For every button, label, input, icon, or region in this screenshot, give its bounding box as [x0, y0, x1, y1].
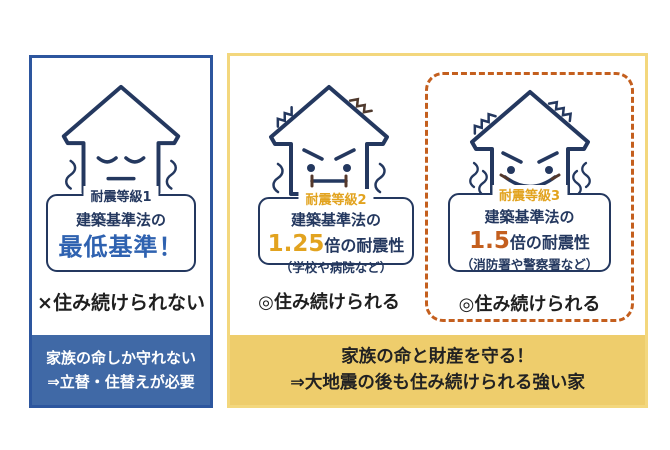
grade3-highlight-box: 耐震等級3 建築基準法の 1.5倍の耐震性 （消防署や警察署など） ◎住み続けら…	[425, 72, 634, 322]
angry-brow-right	[334, 148, 356, 161]
grade2-box-line1: 建築基準法の	[290, 211, 381, 229]
grade3-multiplier-suffix: 倍の耐震性	[509, 233, 590, 252]
closed-eye-right	[124, 156, 146, 164]
grade1-footer-band: 家族の命しか守れない ⇒立替・住替えが必要	[32, 335, 210, 405]
shake-squiggle-left	[65, 159, 77, 190]
grade1-box-line1: 建築基準法の	[75, 211, 166, 229]
shake-squiggle-right	[374, 162, 386, 194]
shake-squiggle-left	[272, 162, 284, 194]
grade1-status: ×住み続けられない	[37, 292, 205, 314]
sad-house-icon	[61, 84, 181, 195]
dot-eye-right	[343, 164, 351, 172]
grade3-box-line1: 建築基準法の	[484, 208, 575, 226]
grade2-multiplier-line: 1.25倍の耐震性	[260, 231, 412, 259]
grade1-label: 耐震等級1	[83, 186, 159, 205]
shake-squiggle-left-2	[477, 169, 488, 197]
grade2-box: 耐震等級2 建築基準法の 1.25倍の耐震性 （学校や病院など）	[258, 189, 414, 275]
roof-zigzag-left	[276, 105, 293, 128]
angry-brow-left	[302, 148, 324, 161]
grade2-label: 耐震等級2	[298, 189, 374, 208]
smile-tick-left	[499, 173, 509, 181]
grade2-status: ◎住み続けられる	[258, 292, 400, 313]
confident-brow-left	[500, 151, 523, 164]
grade23-footer-line2: ⇒大地震の後も住み続けられる強い家	[290, 373, 585, 393]
grade1-box: 耐震等級1 建築基準法の 最低基準！	[46, 186, 196, 272]
grade2-multiplier-suffix: 倍の耐震性	[324, 236, 405, 255]
grade3-multiplier: 1.5	[469, 228, 510, 254]
grade2-box-note: （学校や病院など）	[279, 260, 393, 275]
grade3-label: 耐震等級3	[491, 185, 568, 204]
grade3-box: 耐震等級3 建築基準法の 1.5倍の耐震性 （消防署や警察署など）	[448, 185, 611, 272]
dot-eye-left	[307, 164, 315, 172]
grade2-multiplier: 1.25	[267, 231, 325, 257]
happy-house-icon	[468, 90, 591, 201]
dot-eye-left	[506, 166, 515, 174]
angry-house-icon	[269, 85, 389, 196]
roof-zigzag-right	[547, 100, 572, 123]
grade23-footer-line1: 家族の命と財産を守る！	[341, 347, 534, 367]
smile-tick-right	[550, 173, 560, 181]
shake-squiggle-left-1	[468, 161, 479, 189]
roof-zigzag-left	[473, 112, 497, 135]
dot-eye-right	[544, 166, 553, 174]
grade3-box-note: （消防署や警察署など）	[460, 257, 599, 272]
grade1-panel: 耐震等級1 建築基準法の 最低基準！ ×住み続けられない 家族の命しか守れない …	[29, 55, 213, 408]
confident-brow-right	[536, 151, 559, 164]
grade23-footer-band: 家族の命と財産を守る！ ⇒大地震の後も住み続けられる強い家	[230, 335, 645, 405]
grade2-column: 耐震等級2 建築基準法の 1.25倍の耐震性 （学校や病院など） ◎住み続けられ…	[230, 56, 428, 340]
shake-squiggle-right-2	[571, 169, 582, 197]
grade1-footer-line2: ⇒立替・住替えが必要	[47, 373, 195, 391]
shake-squiggle-right	[165, 159, 177, 190]
roof-zigzag-right	[348, 97, 373, 114]
grade1-box-line2: 最低基準！	[58, 233, 184, 261]
grade23-panel: 耐震等級2 建築基準法の 1.25倍の耐震性 （学校や病院など） ◎住み続けられ…	[227, 53, 648, 408]
shake-squiggle-right-1	[580, 161, 591, 189]
grade3-status: ◎住み続けられる	[458, 294, 601, 315]
grade3-multiplier-line: 1.5倍の耐震性	[450, 228, 609, 256]
closed-eye-left	[96, 156, 118, 164]
grade1-footer-line1: 家族の命しか守れない	[45, 349, 196, 367]
